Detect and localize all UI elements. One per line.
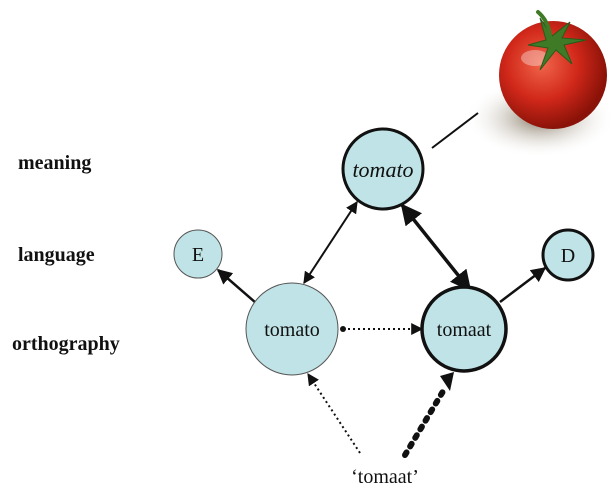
arrow-dutch-lang	[499, 267, 547, 303]
node-language-e-label: E	[192, 244, 204, 266]
node-language-d-label: D	[561, 245, 575, 267]
input-word: ‘tomaat’	[351, 466, 419, 488]
row-label-meaning: meaning	[18, 152, 92, 174]
tomato-image	[465, 10, 613, 158]
input-arrow-dutch	[402, 385, 448, 458]
row-label-language: language	[18, 244, 95, 266]
node-english-word-label: tomato	[264, 319, 320, 341]
arrow-meaning-english	[303, 200, 358, 285]
arrow-english-lang	[216, 269, 257, 304]
node-dutch-word-label: tomaat	[437, 319, 492, 341]
node-meaning-label: tomato	[352, 157, 413, 182]
node-meaning: tomato	[341, 127, 425, 211]
row-label-orthography: orthography	[12, 333, 120, 355]
lateral-link-start	[340, 326, 346, 332]
node-language-d: D	[541, 228, 595, 282]
node-dutch-word: tomaat	[420, 285, 508, 373]
node-english-word: tomato	[245, 282, 339, 376]
node-language-e: E	[173, 229, 223, 279]
picture-connector	[431, 112, 479, 149]
arrow-meaning-dutch	[400, 203, 472, 292]
input-arrow-dutch-head	[440, 372, 454, 391]
input-arrow-english	[307, 372, 361, 454]
